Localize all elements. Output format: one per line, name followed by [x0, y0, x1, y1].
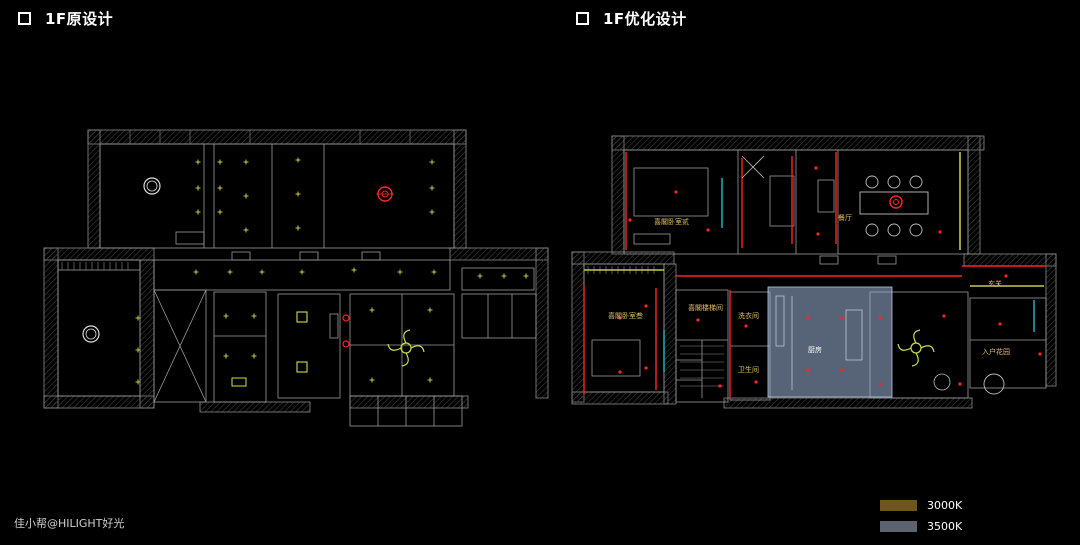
room-label-bedroom3: 喜閣卧室叁: [608, 311, 643, 320]
original-vent-grille: [61, 262, 129, 270]
room-label-bedroom2: 喜閣卧室贰: [654, 217, 689, 226]
checkbox-square-icon: [18, 11, 31, 25]
room-label-bathroom: 卫生间: [738, 365, 759, 374]
legend-swatch-3000k: [880, 500, 917, 511]
red-led-strips: [583, 152, 1046, 398]
room-label-dining: 餐厅: [838, 213, 852, 222]
legend-swatch-3500k: [880, 521, 917, 532]
watermark-credit: 佳小帮@HILIGHT好光: [14, 517, 125, 530]
room-label-foyer: 玄关: [988, 279, 1002, 288]
legend-label-3500k: 3500K: [927, 520, 963, 533]
original-walls: [43, 129, 549, 413]
dining-chairs: [859, 175, 929, 237]
red-downlights: [618, 166, 1042, 388]
optimized-plan-title-text: 1F优化设计: [603, 9, 687, 28]
room-labels: 喜閣卧室贰 餐厅 喜閣卧室叁 喜閣楼梯间 洗衣间 厨房 卫生间 玄关 入户花园: [608, 213, 1010, 374]
legend-label-3000k: 3000K: [927, 499, 963, 512]
legend-item-3000k: 3000K: [880, 499, 962, 512]
spiral-stair-icon: [983, 373, 1005, 395]
cyan-accents: [663, 178, 1035, 372]
room-label-garden: 入户花园: [982, 347, 1010, 356]
chandelier-icon: [889, 195, 903, 209]
chandelier-icon: [376, 186, 394, 202]
original-floor-plan: [43, 129, 549, 427]
ceiling-lamp-icon: [143, 177, 161, 195]
optimized-walls: [571, 135, 1057, 409]
heater-icon: [231, 377, 247, 387]
spot-lights: [135, 157, 529, 385]
room-label-kitchen: 厨房: [808, 345, 822, 354]
square-light-icon: [296, 361, 308, 373]
room-label-laundry: 洗衣间: [738, 311, 759, 320]
kitchen-3500k-zone: [767, 286, 893, 398]
optimized-floor-plan: 喜閣卧室贰 餐厅 喜閣卧室叁 喜閣楼梯间 洗衣间 厨房 卫生间 玄关 入户花园: [571, 135, 1057, 409]
foyer-fixture-icon: [741, 155, 765, 179]
original-plan-title: 1F原设计: [18, 8, 113, 28]
checkbox-square-icon: [576, 11, 589, 25]
square-light-icon: [296, 311, 308, 323]
legend-item-3500k: 3500K: [880, 520, 962, 533]
ceiling-fan-icon: [897, 329, 935, 367]
optimized-room-lines: [583, 149, 1047, 403]
ceiling-lamp-icon: [82, 325, 100, 343]
room-label-stairs: 喜閣楼梯间: [688, 303, 723, 312]
original-room-lines: [57, 143, 537, 427]
original-plan-title-text: 1F原设计: [45, 9, 114, 28]
optimized-plan-title: 1F优化设计: [576, 8, 687, 28]
yellow-led-strips: [584, 152, 1044, 287]
stair-steps: [680, 345, 724, 387]
ceiling-fan-icon: [387, 329, 425, 367]
